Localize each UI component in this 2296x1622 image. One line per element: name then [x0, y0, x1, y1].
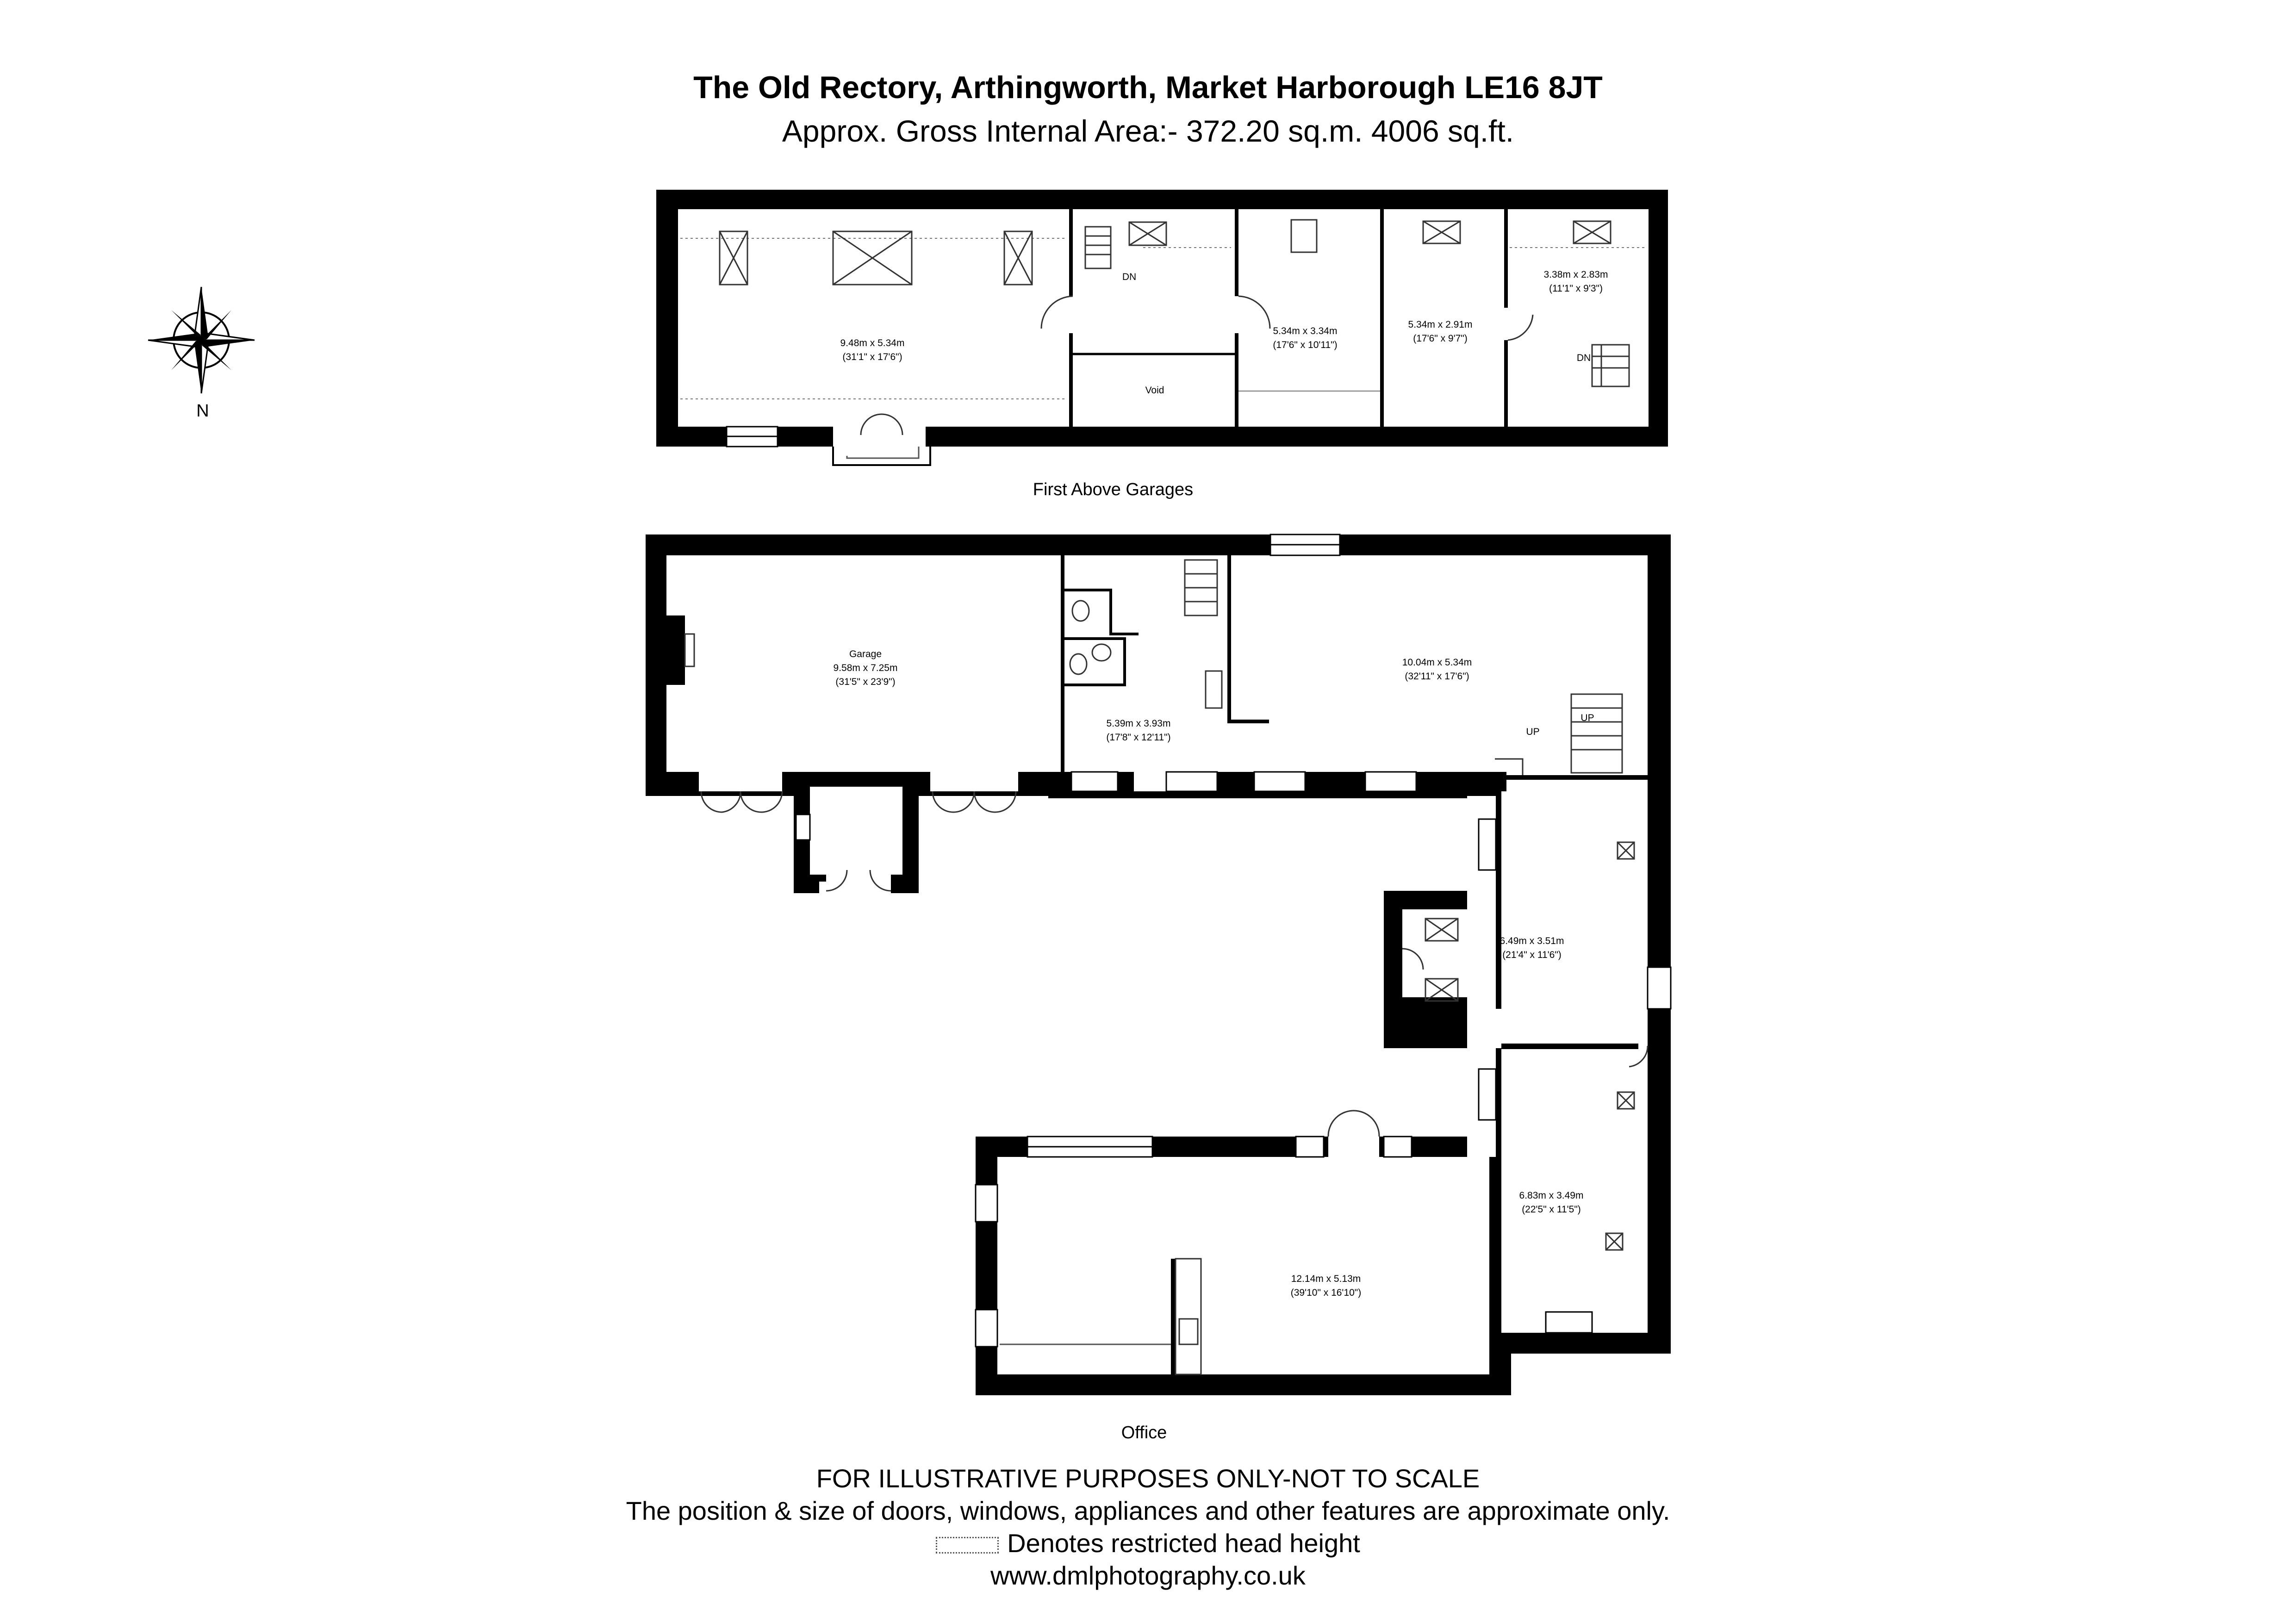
ground-room-5-imperial: (22'5" x 11'5")	[1522, 1204, 1581, 1215]
legend-label: Denotes restricted head height	[1007, 1529, 1360, 1558]
gross-internal-area: Approx. Gross Internal Area:- 372.20 sq.…	[782, 114, 1514, 148]
ground-stair-up-label: UP	[1526, 727, 1539, 737]
ground-garage-dim: 9.58m x 7.25m	[834, 663, 898, 673]
ground-room-5-dim: 6.83m x 3.49m	[1519, 1190, 1584, 1201]
ground-room-6-dim: 12.14m x 5.13m	[1291, 1274, 1361, 1284]
ground-room-4-imperial: (21'4" x 11'6")	[1502, 950, 1562, 960]
ground-floor-label: Office	[1121, 1423, 1167, 1442]
compass-north-label: N	[196, 401, 209, 421]
first-room-3-imperial: (17'6" x 9'7")	[1413, 333, 1467, 344]
first-floor-label: First Above Garages	[1033, 480, 1193, 499]
first-room-4-imperial: (11'1" x 9'3")	[1549, 283, 1603, 294]
first-stair-down-label: DN	[1122, 272, 1136, 282]
page-title: The Old Rectory, Arthingworth, Market Ha…	[693, 70, 1603, 105]
ground-stair-up-label-2: UP	[1580, 713, 1594, 723]
website-link[interactable]: www.dmlphotography.co.uk	[990, 1561, 1306, 1590]
first-room-void: Void	[1145, 385, 1164, 396]
first-room-1-dim: 9.48m x 5.34m	[840, 338, 905, 348]
first-room-2-imperial: (17'6" x 10'11")	[1273, 340, 1337, 350]
legend: Denotes restricted head height	[0, 1528, 2296, 1558]
ground-room-2-imperial: (17'8" x 12'11")	[1106, 732, 1170, 743]
first-stair-down-label-2: DN	[1577, 353, 1591, 363]
first-room-2-dim: 5.34m x 3.34m	[1273, 326, 1338, 336]
compass-rose-icon	[148, 286, 255, 394]
first-room-3-dim: 5.34m x 2.91m	[1408, 319, 1473, 330]
ground-floor-plan: Garage 9.58m x 7.25m (31'5" x 23'9") 5.3…	[646, 534, 1672, 1442]
first-room-4-dim: 3.38m x 2.83m	[1544, 269, 1608, 280]
first-room-1-imperial: (31'1" x 17'6")	[842, 352, 902, 362]
ground-room-6-imperial: (39'10" x 16'10")	[1291, 1287, 1362, 1298]
first-floor-plan: 9.48m x 5.34m (31'1" x 17'6") Void 5.34m…	[656, 190, 1668, 499]
disclaimer: FOR ILLUSTRATIVE PURPOSES ONLY-NOT TO SC…	[816, 1464, 1480, 1493]
approximation-note: The position & size of doors, windows, a…	[626, 1496, 1670, 1525]
ground-room-4-dim: 6.49m x 3.51m	[1500, 936, 1564, 946]
restricted-head-height-swatch	[936, 1537, 999, 1554]
ground-garage-name: Garage	[849, 649, 882, 659]
ground-room-3-imperial: (32'11" x 17'6")	[1405, 671, 1469, 682]
ground-room-2-dim: 5.39m x 3.93m	[1107, 718, 1171, 729]
ground-room-3-dim: 10.04m x 5.34m	[1402, 657, 1472, 668]
ground-garage-imperial: (31'5" x 23'9")	[835, 677, 895, 687]
